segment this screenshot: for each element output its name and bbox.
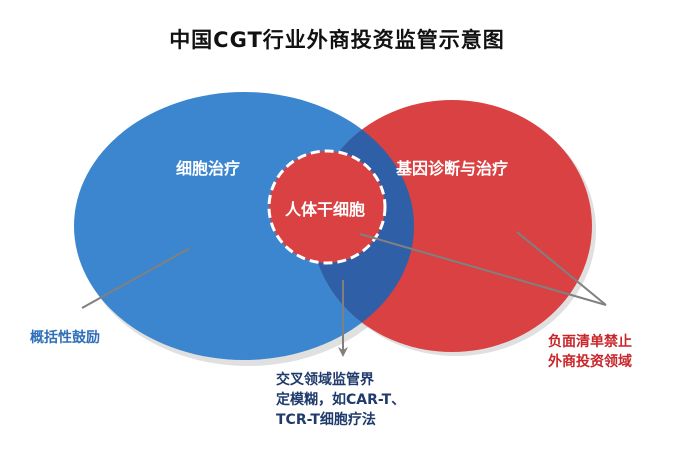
pointer-right-a (359, 233, 607, 306)
cross-field-note-line1: 交叉领域监管界 (276, 372, 374, 388)
cross-field-note: 交叉领域监管界 定模糊，如CAR-T、 TCR-T细胞疗法 (276, 370, 405, 430)
negative-list-note-line1: 负面清单禁止 (548, 334, 632, 350)
general-encouragement-note: 概括性鼓励 (30, 330, 100, 346)
cross-field-note-line2: 定模糊，如CAR-T、 (276, 392, 406, 408)
page-title: 中国CGT行业外商投资监管示意图 (169, 28, 505, 52)
pointer-left (81, 247, 191, 309)
cell-therapy-label: 细胞治疗 (176, 159, 241, 178)
negative-list-note: 负面清单禁止 外商投资领域 (548, 332, 632, 372)
overlap-region (312, 100, 414, 352)
stem-cell-label: 人体干细胞 (285, 200, 366, 219)
cross-field-note-line3: TCR-T细胞疗法 (276, 412, 376, 428)
gene-therapy-label: 基因诊断与治疗 (396, 159, 509, 178)
negative-list-note-line2: 外商投资领域 (548, 354, 632, 370)
stem-cell-circle (267, 149, 387, 265)
pointer-right-b (516, 231, 607, 306)
